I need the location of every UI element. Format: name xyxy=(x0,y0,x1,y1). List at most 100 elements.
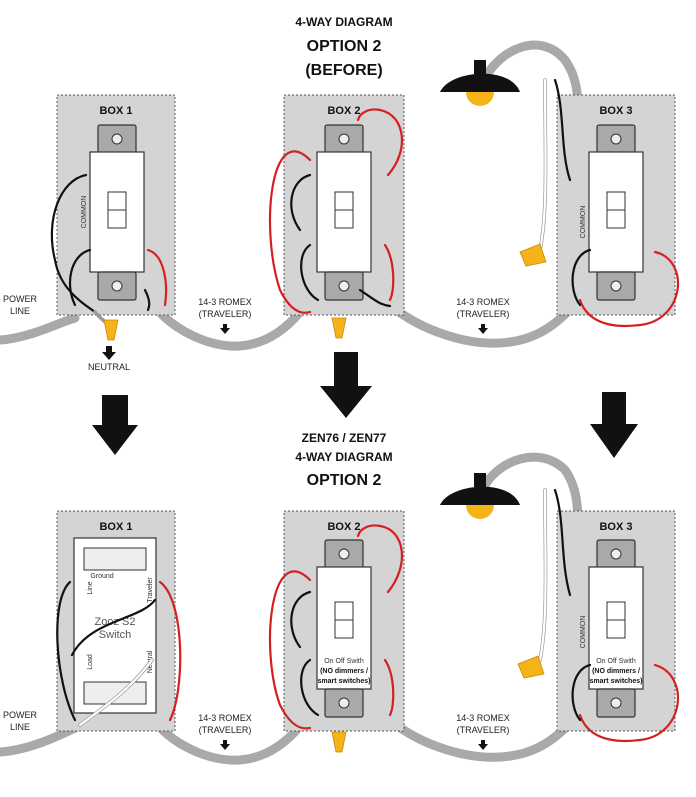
bottom-box3-note1: On Off Swith xyxy=(596,658,636,665)
bottom-power-line2: LINE xyxy=(10,722,30,732)
top-box3-common-wire xyxy=(553,78,572,182)
screw-terminal-icon xyxy=(338,133,350,145)
pointer-icon xyxy=(478,740,488,750)
romex-box2-box3 xyxy=(385,293,585,348)
light-fixture-icon xyxy=(440,473,520,519)
bottom-diagram: ZEN76 / ZEN77 4-WAY DIAGRAM OPTION 2 BOX… xyxy=(0,431,680,765)
screw-terminal-icon xyxy=(610,133,622,145)
bottom-box2: BOX 2 On Off Swith (NO dimmers / smart s… xyxy=(268,510,405,753)
screw-terminal-icon xyxy=(111,280,123,292)
bottom-box2-note2: (NO dimmers / xyxy=(320,668,368,675)
top-romex1-line1: 14-3 ROMEX xyxy=(198,297,252,307)
bottom-title-line2: 4-WAY DIAGRAM xyxy=(295,450,392,464)
zooz-line: Line xyxy=(87,581,94,594)
bottom-box3-common-wire xyxy=(553,488,572,597)
bottom-box3-common: COMMON xyxy=(580,616,587,649)
top-box2-black-wire-1 xyxy=(290,173,312,232)
screw-terminal-icon xyxy=(610,280,622,292)
top-title-line1: 4-WAY DIAGRAM xyxy=(295,15,392,29)
screw-terminal-icon xyxy=(610,697,622,709)
wire-nut-icon xyxy=(331,731,347,753)
bottom-box3-label: BOX 3 xyxy=(599,521,632,533)
wire-nut-icon xyxy=(103,319,119,341)
bottom-box1-red-wire xyxy=(158,580,182,722)
zooz-bracket xyxy=(83,547,147,571)
bottom-box1-white-wire xyxy=(78,658,154,727)
top-box2-switch xyxy=(316,151,372,273)
top-box3-black-wire xyxy=(571,248,592,307)
bottom-title-line3: OPTION 2 xyxy=(307,472,382,489)
screw-terminal-icon xyxy=(610,548,622,560)
down-arrow-icon xyxy=(320,352,372,418)
bottom-box2-label: BOX 2 xyxy=(327,521,360,533)
screw-terminal-icon xyxy=(338,280,350,292)
bottom-romex2-line1: 14-3 ROMEX xyxy=(456,713,510,723)
top-box1-traveler-wire xyxy=(143,288,151,312)
bottom-box3-white-wire xyxy=(538,488,547,662)
light-fixture-icon xyxy=(440,60,520,106)
bottom-box1-line-wire xyxy=(56,580,77,722)
bottom-box2-black-2 xyxy=(300,658,320,717)
top-power-line2: LINE xyxy=(10,306,30,316)
screw-terminal-icon xyxy=(111,133,123,145)
screw-terminal-icon xyxy=(338,697,350,709)
top-box2-red-wire-right xyxy=(356,108,403,177)
top-box3-red-wire xyxy=(578,250,680,328)
bottom-title-line1: ZEN76 / ZEN77 xyxy=(302,431,387,445)
top-box3-common: COMMON xyxy=(580,206,587,239)
top-box1-label: BOX 1 xyxy=(99,105,132,117)
top-title-line2: OPTION 2 xyxy=(307,38,382,55)
top-romex2-line2: (TRAVELER) xyxy=(457,309,510,319)
top-box3-label: BOX 3 xyxy=(599,105,632,117)
top-box1: BOX 1 COMMON xyxy=(50,94,176,316)
wire-nut-icon xyxy=(517,655,545,679)
bottom-box2-red-left xyxy=(268,570,312,730)
power-romex xyxy=(0,313,80,345)
bottom-box1-label: BOX 1 xyxy=(99,521,132,533)
bottom-box3-note2: (NO dimmers / xyxy=(592,668,640,675)
down-arrow-icon xyxy=(92,395,138,455)
top-box2-label: BOX 2 xyxy=(327,105,360,117)
bottom-romex2-line2: (TRAVELER) xyxy=(457,725,510,735)
screw-terminal-icon xyxy=(338,548,350,560)
pointer-icon xyxy=(478,324,488,334)
top-title-line3: (BEFORE) xyxy=(305,62,382,79)
zooz-bracket-bottom xyxy=(83,681,147,705)
bottom-box2-red-3 xyxy=(383,658,395,717)
top-box2-black-wire-2 xyxy=(300,243,320,302)
romex-box1-box2-bottom xyxy=(145,710,305,765)
top-box2-black-wire-3 xyxy=(358,288,392,308)
bottom-power-line1: POWER xyxy=(3,710,38,720)
neutral-pointer-icon xyxy=(102,346,116,360)
zooz-traveler: Traveler xyxy=(147,577,154,603)
top-box1-common-wire xyxy=(50,173,97,314)
romex-box2-box3-bottom xyxy=(385,707,585,762)
top-box3: BOX 3 COMMON xyxy=(519,78,680,328)
top-box1-red-wire xyxy=(146,248,168,307)
top-box2-red-wire-3 xyxy=(383,243,395,302)
bottom-box2-note3: smart switches) xyxy=(318,678,371,685)
top-box1-black-wire xyxy=(68,248,92,307)
pointer-icon xyxy=(220,324,230,334)
zooz-ground: Ground xyxy=(90,573,113,580)
bottom-box3-black-wire xyxy=(571,663,592,722)
bottom-box3-note3: smart switches) xyxy=(590,678,643,685)
top-box2: BOX 2 xyxy=(268,94,405,316)
down-arrow-icon xyxy=(590,392,638,458)
top-romex2-line1: 14-3 ROMEX xyxy=(456,297,510,307)
top-box1-common: COMMON xyxy=(81,196,88,229)
top-diagram: 4-WAY DIAGRAM OPTION 2 (BEFORE) BOX 1 CO… xyxy=(0,15,680,372)
top-neutral-label: NEUTRAL xyxy=(88,362,130,372)
pointer-icon xyxy=(220,740,230,750)
bottom-box1-load-wire xyxy=(70,598,157,657)
zooz-load: Load xyxy=(87,654,94,670)
bottom-box1: BOX 1 Zooz S2 Switch Ground Traveler Lin… xyxy=(56,510,182,732)
top-power-line1: POWER xyxy=(3,294,38,304)
zooz-line2: Switch xyxy=(99,629,131,641)
top-box3-white-wire xyxy=(538,78,547,252)
bottom-box3-red-wire xyxy=(578,663,680,743)
top-romex1-line2: (TRAVELER) xyxy=(199,309,252,319)
bottom-box2-black-1 xyxy=(290,590,312,649)
top-box2-red-wire-left xyxy=(268,150,312,314)
